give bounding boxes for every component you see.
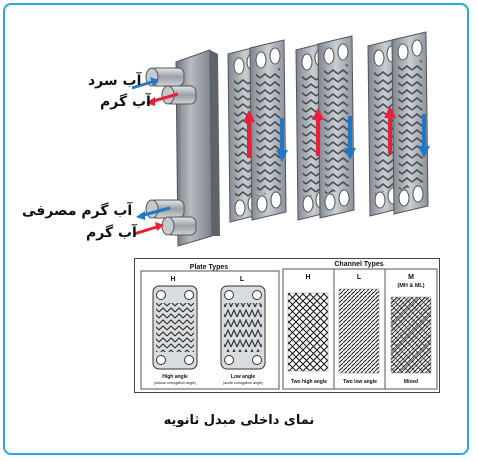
channel-types-title: Channel Types xyxy=(334,261,383,268)
channel-l-letter: L xyxy=(357,274,362,281)
channel-m-letter: M xyxy=(408,274,414,281)
plate-l-letter: L xyxy=(240,276,245,283)
cold-water-arrow xyxy=(131,77,159,90)
plate-h-caption: High angle xyxy=(162,374,188,380)
channel-l-drawing xyxy=(338,288,380,374)
plate-types-title: Plate Types xyxy=(190,264,228,271)
plate-h-sub: (obtuse corrugation angle) xyxy=(154,381,196,385)
plate-l-caption: Low angle xyxy=(231,374,256,380)
plate-l-drawing xyxy=(220,285,266,370)
channel-h-drawing xyxy=(287,292,329,372)
hot-water-top-arrow xyxy=(146,92,179,106)
plate-group-2 xyxy=(295,35,356,221)
channel-l-caption: Two low angle xyxy=(343,379,377,385)
hot-consumed-arrow xyxy=(136,206,171,220)
plate-h-letter: H xyxy=(170,276,175,283)
channel-m-drawing xyxy=(390,296,432,374)
channel-m-sub: (MH & ML) xyxy=(397,283,424,289)
label-hot-water-consumed: آب گرم مصرفی xyxy=(22,203,133,219)
plate-group-3 xyxy=(367,31,430,217)
plate-group-1 xyxy=(227,39,288,223)
plate-l-sub: (acute corrugation angle) xyxy=(223,381,263,385)
label-hot-water-top: آب گرم xyxy=(100,94,151,110)
label-hot-water-bottom: آب گرم xyxy=(86,225,137,241)
plate-channel-types-panel: Plate Types Channel Types H L High angle… xyxy=(134,258,440,393)
panel-graphic: Plate Types Channel Types H L High angle… xyxy=(140,261,438,390)
channel-h-caption: Two high angle xyxy=(291,379,327,385)
label-cold-water: آب سرد xyxy=(88,73,142,89)
figure-caption: نمای داخلی مبدل ثانویه xyxy=(163,413,315,428)
channel-m-caption: Mixed xyxy=(404,379,418,385)
channel-h-letter: H xyxy=(305,274,310,281)
plate-h-drawing xyxy=(152,285,198,370)
hot-water-bottom-arrow xyxy=(133,222,164,236)
